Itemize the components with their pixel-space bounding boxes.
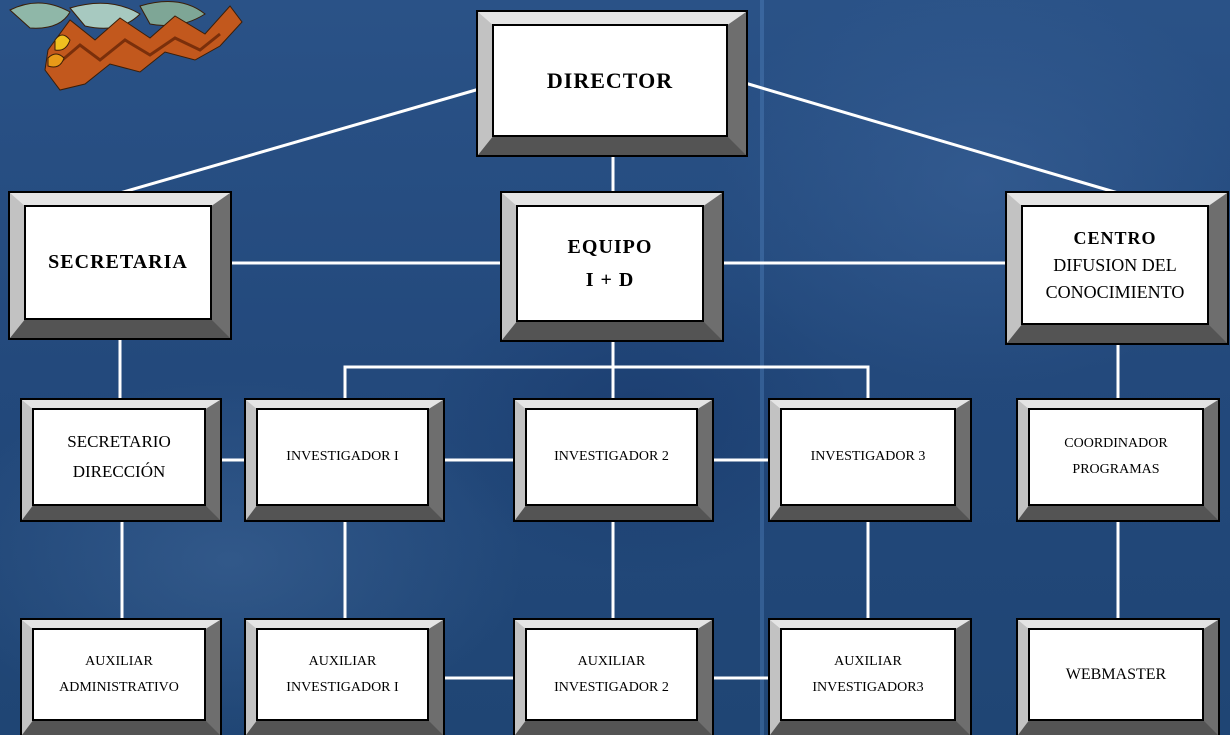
centro-label-line3: CONOCIMIENTO [1045,281,1185,302]
secretario-label-line1: SECRETARIO [67,432,171,451]
secretaria-label: SECRETARIA [48,251,188,273]
coordinador-box: COORDINADOR PROGRAMAS [1018,400,1218,520]
webmaster-box: WEBMASTER [1018,620,1218,735]
clipart-logo [9,1,243,91]
centro-label-line1: CENTRO [1073,227,1157,248]
secretaria-box: SECRETARIA [10,193,230,338]
aux-admin-label-line1: AUXILIAR [85,653,153,669]
aux-inv3-label-line2: INVESTIGADOR3 [812,679,924,695]
aux-admin-box: AUXILIAR ADMINISTRATIVO [22,620,220,735]
aux-inv2-label-line2: INVESTIGADOR 2 [554,679,669,695]
investigador3-label: INVESTIGADOR 3 [810,449,926,464]
investigador2-label: INVESTIGADOR 2 [554,449,669,464]
investigador1-label: INVESTIGADOR I [286,449,399,464]
connector-investigadores-bus [343,365,870,400]
connector-director-secretaria [119,81,501,195]
aux-inv1-box: AUXILIAR INVESTIGADOR I [246,620,443,735]
investigador1-box: INVESTIGADOR I [246,400,443,520]
secretario-box: SECRETARIO DIRECCIÓN [22,400,220,520]
equipo-box: EQUIPO I + D [502,193,722,340]
equipo-label-line1: EQUIPO [567,235,653,258]
coordinador-label-line2: PROGRAMAS [1072,462,1160,477]
coordinador-label-line1: COORDINADOR [1064,436,1168,451]
webmaster-label: WEBMASTER [1065,665,1167,683]
investigador2-box: INVESTIGADOR 2 [515,400,712,520]
investigador3-box: INVESTIGADOR 3 [770,400,970,520]
aux-inv3-label-line1: AUXILIAR [834,653,902,669]
aux-inv2-box: AUXILIAR INVESTIGADOR 2 [515,620,712,735]
centro-label-line2: DIFUSION DEL [1053,254,1177,275]
equipo-label-line2: I + D [585,268,635,291]
director-box: DIRECTOR [478,12,746,155]
centro-box: CENTRO DIFUSION DEL CONOCIMIENTO [1007,193,1227,343]
aux-inv1-label-line1: AUXILIAR [308,653,377,669]
director-label: DIRECTOR [546,67,674,93]
connector-director-centro [744,81,1119,195]
aux-inv1-label-line2: INVESTIGADOR I [286,679,399,695]
aux-admin-label-line2: ADMINISTRATIVO [59,679,179,695]
aux-inv3-box: AUXILIAR INVESTIGADOR3 [770,620,970,735]
aux-inv2-label-line1: AUXILIAR [577,653,646,669]
secretario-label-line2: DIRECCIÓN [72,462,166,481]
